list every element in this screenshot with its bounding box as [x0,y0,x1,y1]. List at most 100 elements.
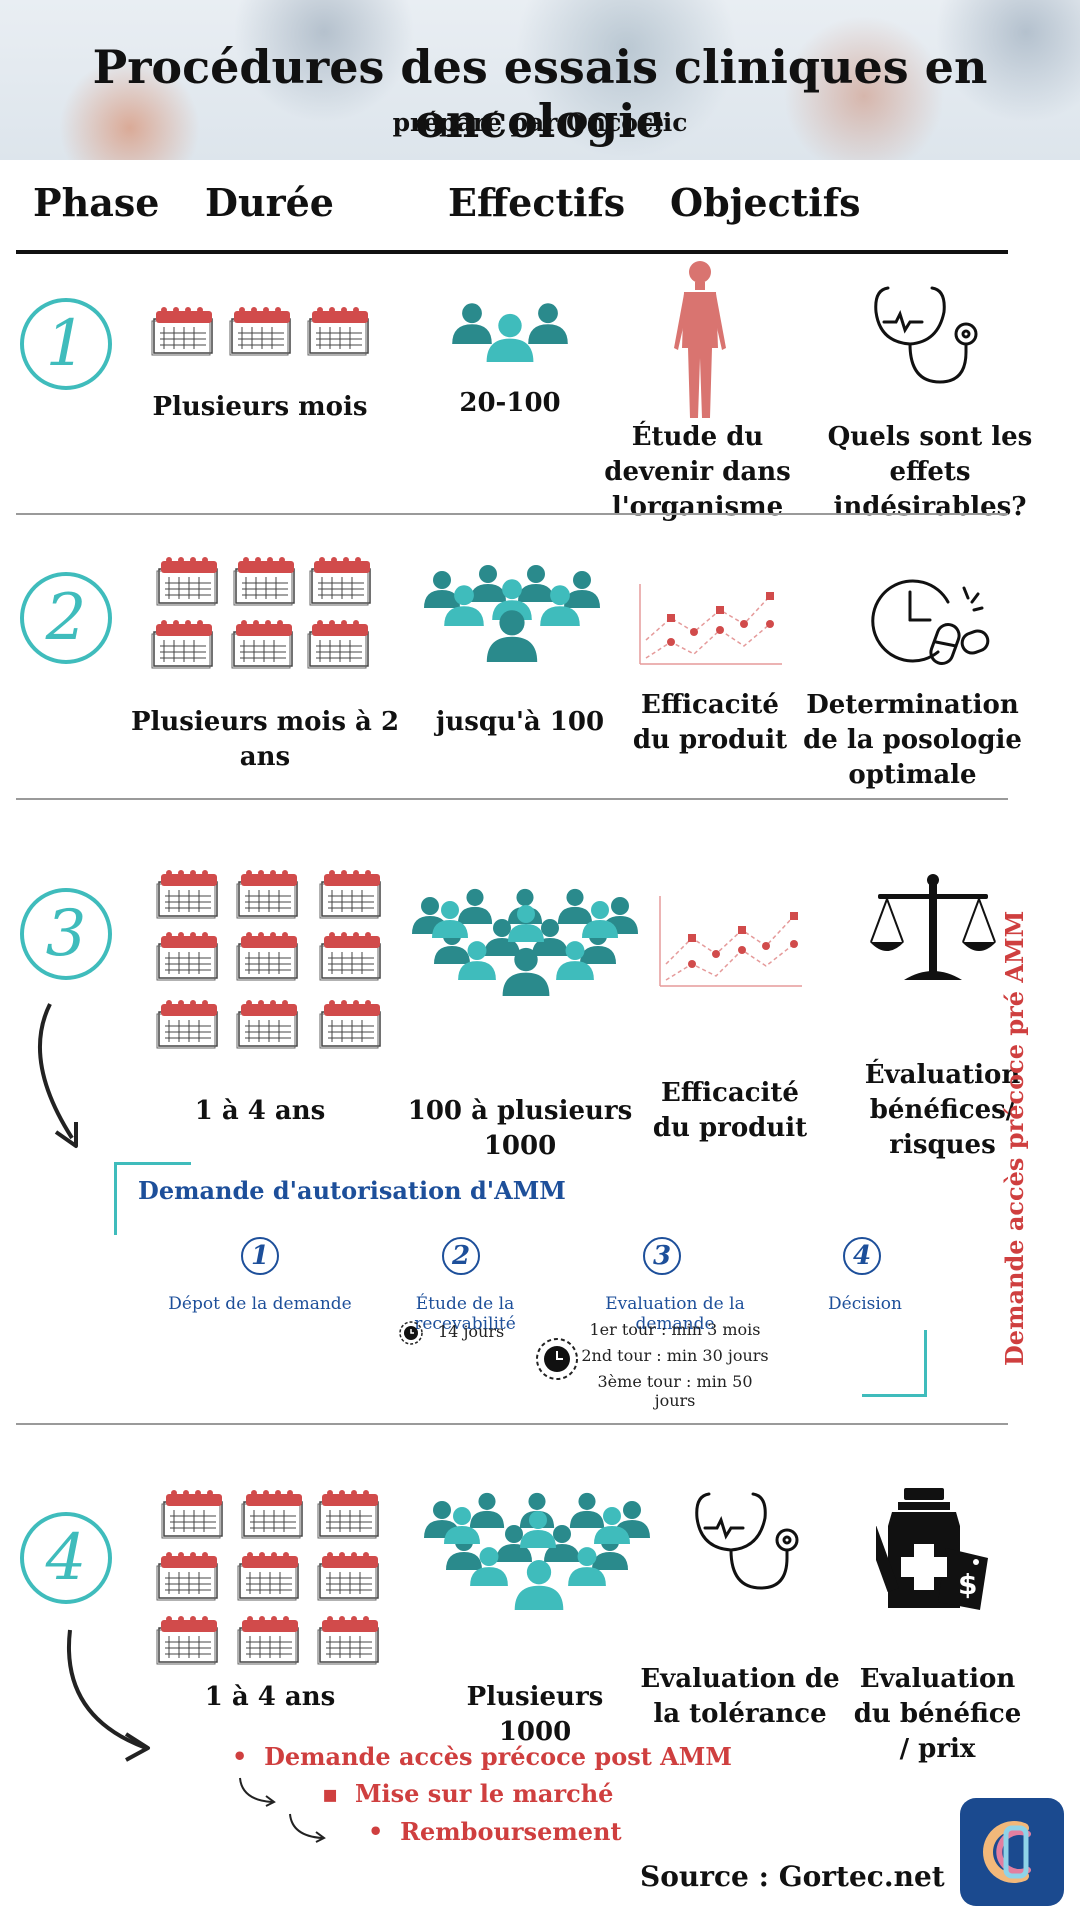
small-arrow-icon [239,1777,276,1807]
calendar-icon [306,618,374,670]
medicine-price-icon: $ [876,1488,988,1610]
phase-divider [16,1423,1008,1425]
amm-step-1-label: Dépot de la demande [168,1294,352,1314]
amm-step-3-badge: 3 [643,1237,681,1275]
stethoscope-icon [695,1492,799,1590]
curved-arrow-icon [67,1629,150,1762]
calendar-icon [236,1614,304,1666]
column-header-duree: Durée [205,180,334,225]
phase-3-effectifs: 100 à plusieurs 1000 [407,1096,633,1161]
calendar-icon [160,1488,228,1540]
calendar-icon [316,1550,384,1602]
stethoscope-icon [874,286,978,384]
page-title: Procédures des essais cliniques en oncol… [92,40,988,148]
vertical-label-pre-amm: Demande accès précoce pré AMM [1000,910,1029,1366]
post-amm-bullet-2: ▪ Mise sur le marché [322,1779,614,1808]
phase-4-objectif-2: Evaluation du bénéfice / prix [853,1664,1022,1764]
small-arrow-icon [289,1813,326,1843]
phase-3-badge: 3 [20,888,112,980]
post-amm-item-2: Mise sur le marché [354,1779,614,1808]
calendar-icon [318,930,386,982]
column-header-phase: Phase [33,180,160,225]
calendar-icon [155,998,223,1050]
phase-4-effectifs: Plusieurs 1000 [466,1682,604,1747]
amm-step-4-label: Décision [828,1294,902,1314]
calendar-icon [155,555,223,607]
calendar-icon [306,305,374,357]
post-amm-item-1: Demande accès précoce post AMM [264,1742,732,1771]
phase-divider [16,513,1008,515]
amm-step-2-badge: 2 [442,1237,480,1275]
phase-2-objectif-2: Determination de la posologie optimale [803,690,1022,790]
post-amm-bullet-3: • Remboursement [368,1817,622,1846]
group-large-icon [424,1492,650,1610]
calendar-icon [150,618,218,670]
calendar-icon [318,868,386,920]
calendar-icon [240,1488,308,1540]
calendar-icon [155,868,223,920]
phase-3-objectif-1: Efficacité du produit [652,1078,808,1143]
phase-3-duree: 1 à 4 ans [194,1096,326,1126]
group-medium-icon [424,565,600,662]
calendar-icon [155,1550,223,1602]
amm-step-2-detail: 14 jours [438,1322,505,1341]
calendar-icon [228,305,296,357]
calendar-icon [236,1550,304,1602]
phase-4-duree: 1 à 4 ans [204,1682,336,1712]
calendar-icon [155,930,223,982]
amm-step-3-detail-3: 3ème tour : min 50 jours [597,1372,753,1410]
header-divider [16,250,1008,254]
calendar-icon [150,305,218,357]
clock-pills-icon [871,579,990,665]
calendar-icon [230,618,298,670]
calendar-icon [318,998,386,1050]
calendar-icon [316,1488,384,1540]
phase-1-duree: Plusieurs mois [152,392,368,422]
phase-2-effectifs: jusqu'à 100 [435,707,605,737]
amm-step-2-label: Étude de la recevabilité [414,1294,516,1334]
page-subtitle: préparé par Oncoclic [392,108,688,137]
clock-icon [399,1321,423,1345]
balance-scale-icon [870,874,996,980]
phase-4-badge: 4 [20,1512,112,1604]
phase-2-badge: 2 [20,572,112,664]
amm-step-3-detail-1: 1er tour : min 3 mois [589,1320,761,1339]
amm-title: Demande d'autorisation d'AMM [138,1176,566,1205]
calendar-icon [316,1614,384,1666]
amm-step-3-label: Evaluation de la demande [605,1294,745,1334]
phase-4-objectif-1: Evaluation de la tolérance [640,1664,840,1729]
calendar-icon [232,555,300,607]
svg-text:$: $ [958,1568,977,1601]
post-amm-item-3: Remboursement [400,1817,622,1846]
amm-step-1-badge: 1 [241,1237,279,1275]
phase-1-objectif-2: Quels sont les effets indésirables? [827,422,1033,522]
amm-box-corner-top [114,1162,191,1235]
phase-3-objectif-2: Évaluation bénéfices/ risques [864,1060,1021,1160]
calendar-icon [235,930,303,982]
curved-arrow-icon [38,1003,78,1148]
column-header-effectifs: Effectifs [448,180,626,225]
calendar-icon [308,555,376,607]
phase-2-duree: Plusieurs mois à 2 ans [130,707,400,772]
oncoclic-logo-icon [960,1798,1064,1906]
phase-1-effectifs: 20-100 [459,388,561,418]
line-chart-icon [639,584,782,665]
human-body-icon [674,261,726,418]
group-large-icon [412,888,638,996]
group-small-icon [452,303,568,362]
line-chart-icon [659,896,802,987]
column-header-objectifs: Objectifs [670,180,861,225]
phase-1-objectif-1: Étude du devenir dans l'organisme [604,422,791,522]
post-amm-bullet-1: • Demande accès précoce post AMM [232,1742,732,1771]
calendar-icon [235,868,303,920]
clock-icon [536,1338,578,1380]
calendar-icon [235,998,303,1050]
calendar-icon [155,1614,223,1666]
phase-divider [16,798,1008,800]
amm-step-3-detail-2: 2nd tour : min 30 jours [581,1346,769,1365]
amm-step-4-badge: 4 [843,1237,881,1275]
header-background [0,0,1080,160]
amm-box-corner-bottom [862,1330,927,1397]
phase-1-badge: 1 [20,298,112,390]
source-credit: Source : Gortec.net [640,1860,945,1893]
